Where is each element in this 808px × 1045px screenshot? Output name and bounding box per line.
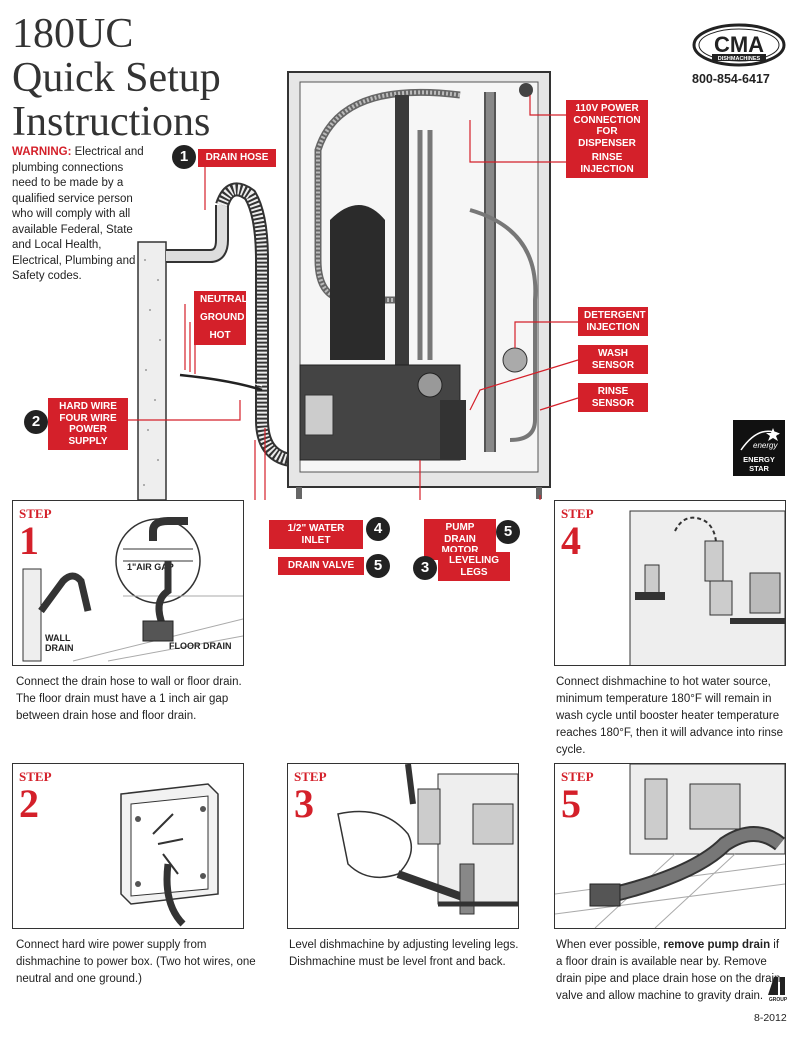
- machine-diagram: [128, 71, 579, 500]
- page-title: 180UC Quick Setup Instructions: [12, 11, 221, 145]
- step-5-illustration: [555, 764, 785, 928]
- energy-star-badge: energy ENERGY STAR: [733, 420, 785, 476]
- neutral-label: NEUTRAL: [194, 291, 248, 309]
- step-2-illustration: [120, 783, 219, 927]
- logo-text: CMA: [714, 32, 764, 57]
- rinse-injection-label: RINSE INJECTION: [566, 149, 648, 178]
- callout-5b-number: 5: [496, 520, 520, 544]
- phone-number: 800-854-6417: [692, 72, 770, 86]
- callout-4-number: 4: [366, 517, 390, 541]
- svg-text:energy: energy: [753, 441, 778, 450]
- step-4-illustration: [629, 510, 785, 665]
- floor-drain-label: FLOOR DRAIN: [169, 641, 232, 651]
- wall-drain-label-1: WALL: [45, 633, 71, 643]
- drain-hose-label: DRAIN HOSE: [198, 149, 276, 167]
- step-5-caption: When ever possible, remove pump drain if…: [556, 939, 781, 1002]
- air-gap-label: 1"AIR GAP: [127, 562, 174, 572]
- callout-3-number: 3: [413, 556, 437, 580]
- power-110v-label: 110V POWER CONNECTION FOR DISPENSER: [566, 100, 648, 152]
- step-1-illustration: 1"AIR GAP WALL DRAIN FLOOR DRAIN: [22, 517, 243, 662]
- logo-sub: DISHMACHINES: [718, 56, 761, 62]
- detergent-injection-label: DETERGENT INJECTION: [578, 307, 648, 336]
- wash-sensor-label: WASH SENSOR: [578, 345, 648, 374]
- callout-5-number: 5: [366, 554, 390, 578]
- wall-drain-label-2: DRAIN: [45, 643, 74, 653]
- water-inlet-label: 1/2" WATER INLET: [269, 520, 363, 549]
- step-4-caption: Connect dishmachine to hot water source,…: [556, 676, 784, 756]
- hot-label: HOT: [194, 327, 246, 345]
- warning-text: WARNING: Electrical and plumbing connect…: [12, 146, 144, 282]
- callout-1-number: 1: [172, 145, 196, 169]
- cma-logo: CMA DISHMACHINES: [692, 23, 786, 67]
- ai-group-logo: GROUP: [768, 977, 788, 1003]
- leveling-legs-label: LEVELING LEGS: [438, 552, 510, 581]
- step-3-illustration: [337, 764, 518, 915]
- print-date: 8-2012: [754, 1012, 787, 1024]
- rinse-sensor-label: RINSE SENSOR: [578, 383, 648, 412]
- step-1-caption: Connect the drain hose to wall or floor …: [16, 676, 242, 722]
- ground-label: GROUND: [194, 309, 246, 327]
- step-2-caption: Connect hard wire power supply from dish…: [16, 939, 256, 985]
- step-3-caption: Level dishmachine by adjusting leveling …: [289, 939, 519, 968]
- drain-valve-label: DRAIN VALVE: [278, 557, 364, 575]
- hard-wire-label: HARD WIRE FOUR WIRE POWER SUPPLY: [48, 398, 128, 450]
- group-label: GROUP: [769, 997, 788, 1003]
- callout-2-number: 2: [24, 410, 48, 434]
- energy-star-icon: energy: [740, 428, 780, 451]
